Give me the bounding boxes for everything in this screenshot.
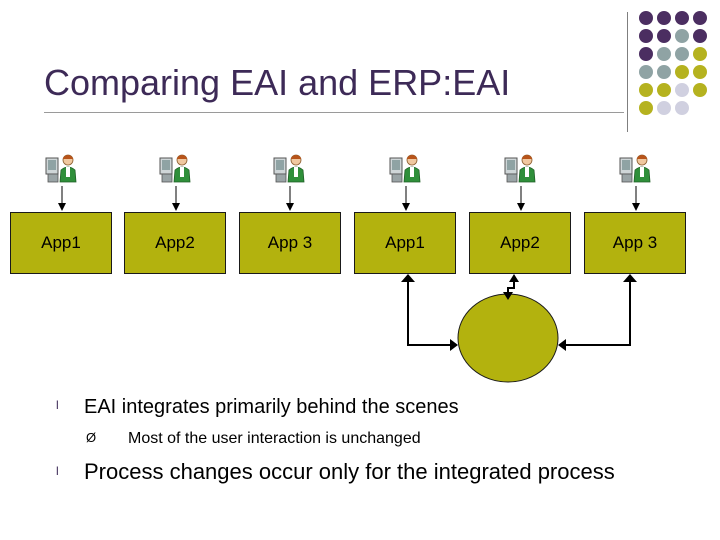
dot-row-3 xyxy=(639,47,707,61)
bullet-marker: l xyxy=(56,398,59,412)
user-at-computer-icon xyxy=(389,154,421,183)
app-box-5: App2 xyxy=(469,212,571,274)
sub-bullet-text: Most of the user interaction is unchange… xyxy=(128,430,421,447)
app-box-4: App1 xyxy=(354,212,456,274)
hub-connector-middle xyxy=(507,280,515,294)
dot-row-1 xyxy=(639,11,707,25)
title-horizontal-rule xyxy=(44,112,624,113)
user-at-computer-icon xyxy=(504,154,536,183)
integration-hub xyxy=(457,293,559,383)
bullet-marker: l xyxy=(56,464,59,478)
sub-bullet-marker: Ø xyxy=(86,430,97,445)
dot-row-6 xyxy=(639,101,689,115)
app-box-6: App 3 xyxy=(584,212,686,274)
app-box-1: App1 xyxy=(10,212,112,274)
bullet-text-2: Process changes occur only for the integ… xyxy=(84,459,615,484)
user-at-computer-icon xyxy=(619,154,651,183)
bullet-text-1: EAI integrates primarily behind the scen… xyxy=(84,396,459,418)
user-at-computer-icon xyxy=(159,154,191,183)
decorative-dot-grid xyxy=(639,11,707,115)
app-box-2: App2 xyxy=(124,212,226,274)
dot-row-2 xyxy=(639,29,707,43)
app-box-3: App 3 xyxy=(239,212,341,274)
dot-row-4 xyxy=(639,65,707,79)
title-vertical-rule xyxy=(627,12,628,132)
user-at-computer-icon xyxy=(273,154,305,183)
dot-row-5 xyxy=(639,83,707,97)
slide-title: Comparing EAI and ERP:EAI xyxy=(44,62,511,103)
user-at-computer-icon xyxy=(45,154,77,183)
hub-connector-right xyxy=(560,280,631,346)
hub-connector-left xyxy=(407,280,456,346)
